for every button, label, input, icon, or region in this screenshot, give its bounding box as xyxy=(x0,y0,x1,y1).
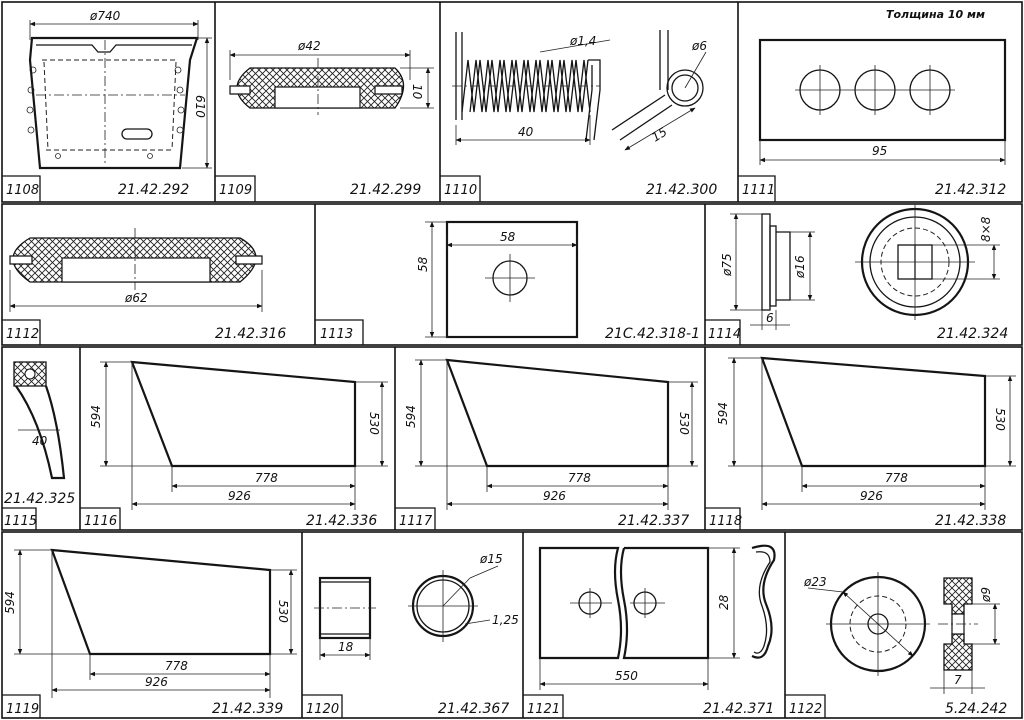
dim-1120-length: 18 xyxy=(338,640,354,654)
part-code-1113: 21С.42.318-1 xyxy=(605,326,700,342)
dim-1117-bottom: 778 xyxy=(568,471,591,485)
dim-1116-height-right: 530 xyxy=(367,412,381,435)
dim-1117-height-left: 594 xyxy=(404,405,418,428)
part-1114: ø75 ø16 6 8×8 1114 21.42.324 xyxy=(708,205,1008,342)
part-code-1122: 5.24.242 xyxy=(945,701,1007,717)
part-1119: 594 530 778 926 1119 21.42.339 xyxy=(3,548,297,717)
dim-1118-bottom: 778 xyxy=(885,471,908,485)
part-number-1109: 1109 xyxy=(219,183,252,198)
part-1117: 594 530 778 926 1117 21.42.337 xyxy=(399,358,698,529)
part-code-1108: 21.42.292 xyxy=(118,182,189,198)
dim-1109-thickness: 10 xyxy=(410,84,424,100)
part-1116: 594 530 778 926 1116 21.42.336 xyxy=(84,360,388,529)
part-1120: 18 ø15 1,25 1120 21.42.367 xyxy=(306,552,519,717)
part-number-1122: 1122 xyxy=(789,702,822,717)
part-code-1120: 21.42.367 xyxy=(438,701,509,717)
part-code-1112: 21.42.316 xyxy=(215,326,286,342)
part-number-1115: 1115 xyxy=(4,514,37,529)
part-number-1119: 1119 xyxy=(6,702,39,717)
part-1110: 40 ø1,4 ø6 15 1110 21.42.300 xyxy=(444,30,717,198)
dim-1110-coil-diameter: ø6 xyxy=(691,39,707,53)
dim-1116-bottom: 778 xyxy=(255,471,278,485)
part-1118: 594 530 778 926 1118 21.42.338 xyxy=(709,356,1016,529)
part-code-1109: 21.42.299 xyxy=(350,182,421,198)
part-1115: 40 21.42.325 1115 xyxy=(4,361,75,529)
part-1109: ø42 10 1109 21.42.299 xyxy=(219,39,434,198)
part-code-1116: 21.42.336 xyxy=(306,513,377,529)
part-number-1112: 1112 xyxy=(6,327,39,342)
part-number-1110: 1110 xyxy=(444,183,477,198)
dim-1118-overall: 926 xyxy=(860,489,883,503)
dim-1116-overall: 926 xyxy=(228,489,251,503)
dim-1122-hole: ø9 xyxy=(979,587,993,603)
dim-1117-overall: 926 xyxy=(543,489,566,503)
part-code-1111: 21.42.312 xyxy=(935,182,1006,198)
part-code-1110: 21.42.300 xyxy=(646,182,717,198)
dim-1119-overall: 926 xyxy=(145,675,168,689)
dim-1108-height: 610 xyxy=(193,95,207,118)
dim-1121-width: 28 xyxy=(717,594,731,610)
dim-1119-bottom: 778 xyxy=(165,659,188,673)
part-code-1121: 21.42.371 xyxy=(703,701,774,717)
dim-1110-wire: ø1,4 xyxy=(569,34,596,48)
dim-1108-diameter: ø740 xyxy=(89,9,121,23)
dim-1109-diameter: ø42 xyxy=(297,39,321,53)
dim-1112-diameter: ø62 xyxy=(124,291,148,305)
part-code-1114: 21.42.324 xyxy=(937,326,1008,342)
dim-1110-length: 40 xyxy=(518,125,534,139)
part-1121: 28 550 1121 21.42.371 xyxy=(527,544,776,717)
part-number-1111: 1111 xyxy=(742,183,775,198)
dim-1114-square: 8×8 xyxy=(979,216,993,242)
dim-1120-diameter: ø15 xyxy=(479,552,503,566)
dim-1114-outer-diameter: ø75 xyxy=(720,253,734,277)
dim-1114-width: 6 xyxy=(766,311,774,325)
dim-1118-height-right: 530 xyxy=(993,408,1007,431)
part-number-1118: 1118 xyxy=(709,514,742,529)
part-number-1113: 1113 xyxy=(320,327,353,342)
dim-1122-width: 7 xyxy=(954,673,962,687)
part-1122: ø23 ø9 7 1122 5.24.242 xyxy=(789,572,1007,717)
dim-1120-wall: 1,25 xyxy=(492,613,519,627)
part-number-1108: 1108 xyxy=(6,183,39,198)
dim-1118-height-left: 594 xyxy=(716,402,730,425)
dim-1114-hub-diameter: ø16 xyxy=(793,255,807,279)
dim-1119-height-left: 594 xyxy=(3,591,17,614)
dim-1117-height-right: 530 xyxy=(677,412,691,435)
part-1111: Толщина 10 мм 95 1111 21.42.312 xyxy=(742,8,1006,198)
part-number-1117: 1117 xyxy=(399,514,433,529)
part-number-1116: 1116 xyxy=(84,514,117,529)
part-code-1115: 21.42.325 xyxy=(4,491,75,507)
part-code-1118: 21.42.338 xyxy=(935,513,1006,529)
part-code-1117: 21.42.337 xyxy=(618,513,689,529)
dim-1121-length: 550 xyxy=(615,669,638,683)
part-number-1114: 1114 xyxy=(708,327,741,342)
note-1111-thickness: Толщина 10 мм xyxy=(886,8,985,21)
dim-1116-height-left: 594 xyxy=(89,405,103,428)
dim-1113-width: 58 xyxy=(500,230,516,244)
dim-1115-length: 40 xyxy=(32,434,48,448)
part-code-1119: 21.42.339 xyxy=(212,701,283,717)
part-number-1120: 1120 xyxy=(306,702,339,717)
part-1108: ø740 610 1108 21.42.292 xyxy=(6,9,212,198)
part-1113: 58 58 1113 21С.42.318-1 xyxy=(320,220,700,342)
part-1112: ø62 1112 21.42.316 xyxy=(6,228,286,342)
dim-1119-height-right: 530 xyxy=(276,600,290,623)
dim-1122-diameter: ø23 xyxy=(803,575,827,589)
dim-1113-height: 58 xyxy=(416,256,430,272)
dim-1111-length: 95 xyxy=(872,144,887,158)
dim-1110-leg: 15 xyxy=(649,125,669,145)
part-number-1121: 1121 xyxy=(527,702,560,717)
